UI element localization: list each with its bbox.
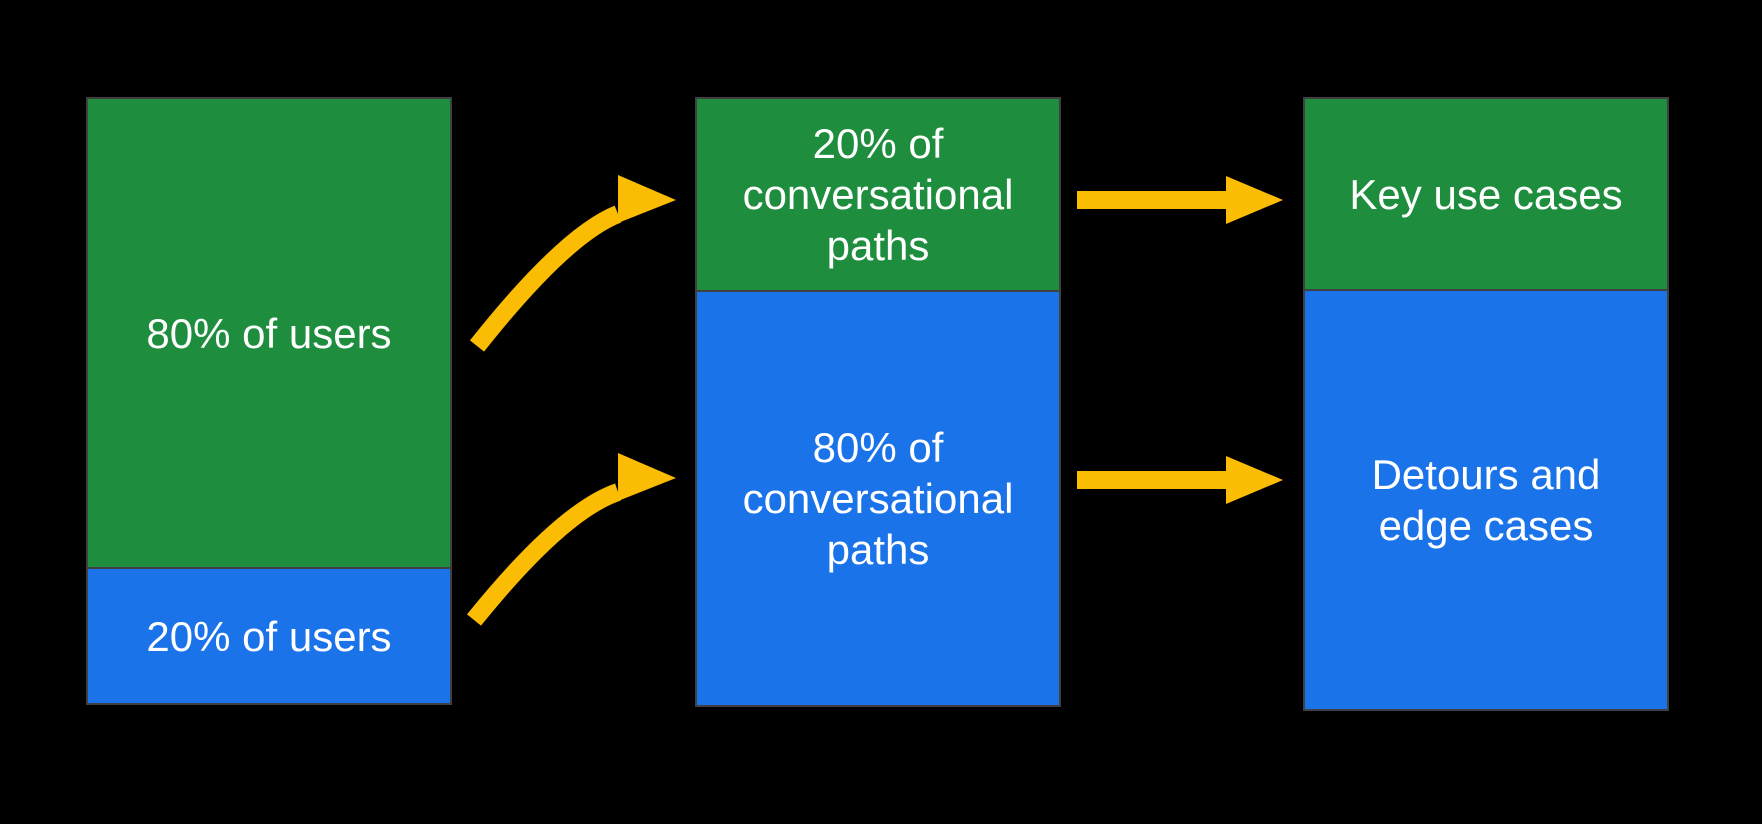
users-majority-segment: 80% of users <box>88 99 450 567</box>
conversational-paths-bar: 20% of conversational paths 80% of conve… <box>695 97 1061 707</box>
arrow-paths-to-detours-icon <box>1077 456 1283 504</box>
paths-minority-segment: 20% of conversational paths <box>697 99 1059 290</box>
key-use-cases-segment: Key use cases <box>1305 99 1667 289</box>
arrow-paths-to-key-cases-icon <box>1077 176 1283 224</box>
detours-edge-cases-label: Detours and edge cases <box>1371 451 1601 549</box>
paths-majority-label: 80% of conversational paths <box>742 424 1014 573</box>
arrow-paths-to-key-cases-shaft <box>1077 191 1228 209</box>
paths-minority-label: 20% of conversational paths <box>742 120 1014 269</box>
arrow-users-to-key-paths-head <box>618 175 676 223</box>
paths-majority-segment: 80% of conversational paths <box>697 290 1059 705</box>
use-cases-bar: Key use cases Detours and edge cases <box>1303 97 1669 711</box>
users-majority-label: 80% of users <box>146 309 392 357</box>
arrow-users-to-detour-paths-shaft <box>466 483 622 626</box>
arrow-paths-to-detours-head <box>1226 456 1283 504</box>
key-use-cases-label: Key use cases <box>1349 170 1623 218</box>
users-minority-label: 20% of users <box>146 612 392 660</box>
arrow-users-to-key-paths-shaft <box>469 205 622 352</box>
detours-edge-cases-segment: Detours and edge cases <box>1305 289 1667 709</box>
arrow-users-to-detour-paths-icon <box>466 453 676 626</box>
users-bar: 80% of users 20% of users <box>86 97 452 705</box>
arrow-users-to-detour-paths-head <box>618 453 676 501</box>
arrow-users-to-key-paths-icon <box>469 175 676 352</box>
arrow-paths-to-key-cases-head <box>1226 176 1283 224</box>
users-minority-segment: 20% of users <box>88 567 450 703</box>
arrow-paths-to-detours-shaft <box>1077 471 1228 489</box>
